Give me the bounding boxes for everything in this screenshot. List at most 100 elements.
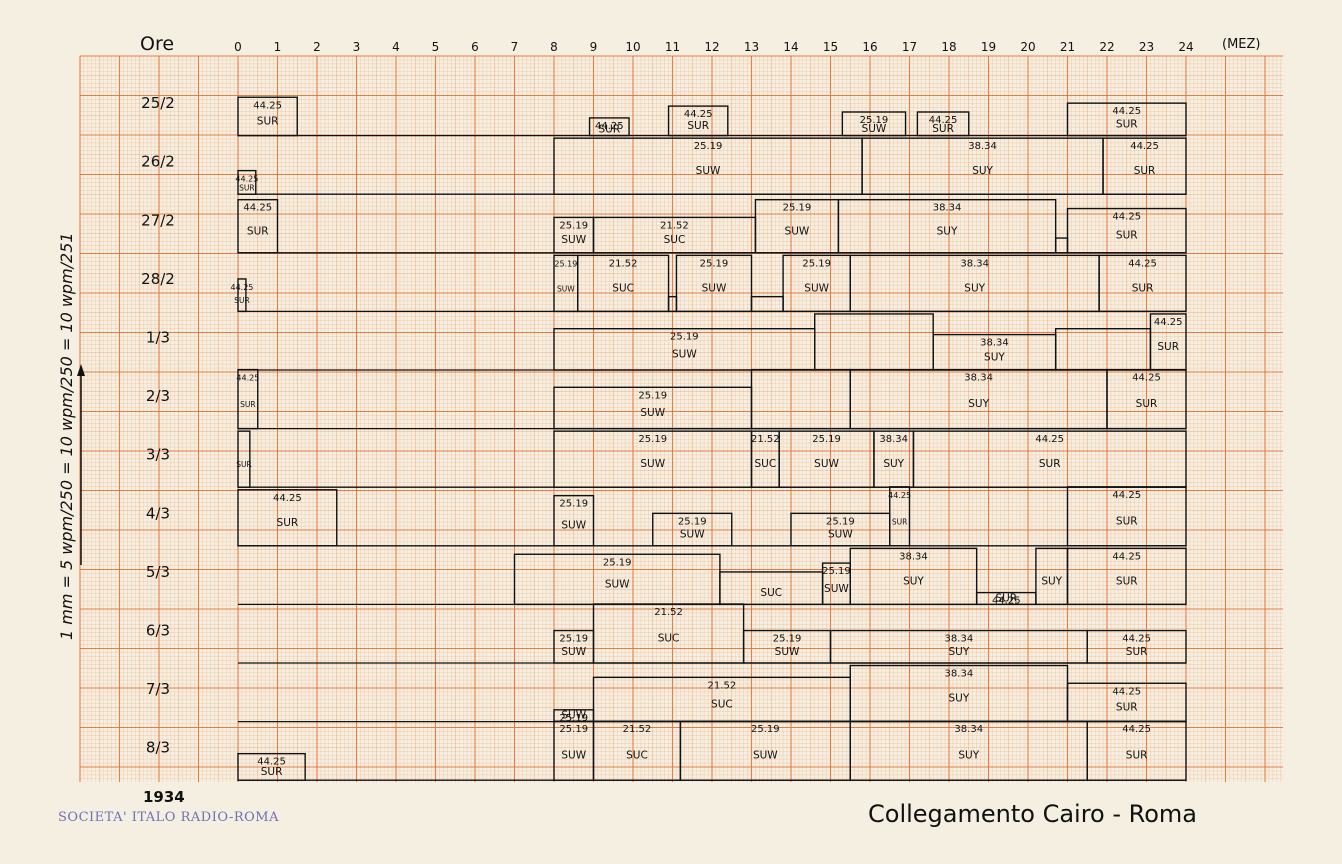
hours-label: Ore <box>140 33 174 55</box>
block-frequency: 44.25 <box>992 596 1021 607</box>
block-frequency: 21.52 <box>654 607 683 618</box>
block-frequency: 44.25 <box>1122 724 1151 735</box>
row-date-label: 5/3 <box>146 563 170 581</box>
block-frequency: 44.25 <box>235 175 258 184</box>
block-frequency: 25.19 <box>822 566 851 577</box>
block-frequency: 25.19 <box>700 258 729 269</box>
hour-tick-label: 7 <box>511 40 519 54</box>
block-callsign: SUR <box>1134 165 1156 177</box>
block-callsign: SUR <box>1116 118 1138 130</box>
block-callsign: SUR <box>239 183 254 192</box>
hour-tick-label: 1 <box>274 40 282 54</box>
block-outline <box>837 198 1057 254</box>
block-callsign: SUW <box>672 348 697 360</box>
block-callsign: SUR <box>995 592 1017 604</box>
block-callsign: SUY <box>948 646 969 658</box>
hour-tick-label: 4 <box>392 40 400 54</box>
block-outline <box>237 198 279 254</box>
block-outline <box>237 169 257 195</box>
block-callsign: SUR <box>1136 398 1158 410</box>
hour-tick-label: 2 <box>313 40 321 54</box>
block-frequency: 38.34 <box>964 373 993 384</box>
block-frequency: 21.52 <box>623 724 652 735</box>
block-callsign: SUR <box>247 225 269 237</box>
hour-tick-label: 23 <box>1139 40 1154 54</box>
block-callsign: SUW <box>753 750 778 762</box>
block-callsign: SUY <box>968 398 989 410</box>
block-outline <box>1102 137 1187 195</box>
row-date-label: 28/2 <box>141 270 175 288</box>
block-frequency: 44.25 <box>243 203 272 214</box>
block-callsign: SUW <box>680 529 705 541</box>
block-outline <box>1066 547 1187 606</box>
block-callsign: SUC <box>754 458 776 470</box>
hour-tick-label: 14 <box>783 40 798 54</box>
block-outline <box>237 368 259 430</box>
block-frequency: 25.19 <box>751 724 780 735</box>
block-callsign: SUW <box>804 282 829 294</box>
block-frequency: 44.25 <box>929 115 958 126</box>
hour-tick-label: 8 <box>550 40 558 54</box>
block-frequency: 38.34 <box>960 258 989 269</box>
block-outline <box>1066 207 1187 254</box>
block-outline <box>237 278 247 313</box>
row-date-label: 7/3 <box>146 680 170 698</box>
block-callsign: SUY <box>937 225 958 237</box>
block-callsign: SUR <box>1116 230 1138 242</box>
block-callsign: SUW <box>696 165 721 177</box>
block-outline <box>237 430 251 488</box>
block-frequency: 38.34 <box>933 203 962 214</box>
block-outline <box>1098 254 1187 313</box>
block-outline <box>1086 629 1187 664</box>
hour-tick-label: 22 <box>1099 40 1114 54</box>
block-frequency: 44.25 <box>1132 373 1161 384</box>
block-callsign: SUW <box>561 750 586 762</box>
block-frequency: 25.19 <box>603 557 632 568</box>
timezone-label: (MEZ) <box>1222 37 1260 52</box>
scale-note: 1 mm = 5 wpm/250 = 10 wpm/250 = 10 wpm/2… <box>57 232 85 640</box>
block-callsign: SUW <box>561 234 586 246</box>
block-callsign: SUW <box>814 458 839 470</box>
block-outline <box>237 96 298 137</box>
block-frequency: 25.19 <box>678 516 707 527</box>
block-outline <box>889 486 911 547</box>
block-callsign: SUY <box>948 693 969 705</box>
block-callsign: SUR <box>277 517 299 529</box>
company-stamp: SOCIETA' ITALO RADIO-ROMA <box>58 810 280 825</box>
block-outline <box>1066 102 1187 137</box>
block-callsign: SUW <box>640 458 665 470</box>
block-callsign: SUY <box>883 458 904 470</box>
year-label: 1934 <box>143 788 185 806</box>
block-callsign: SUW <box>557 284 575 293</box>
block-frequency: 25.19 <box>670 332 699 343</box>
block-frequency: 44.25 <box>257 757 286 768</box>
block-callsign: SUW <box>561 710 586 722</box>
hour-tick-label: 19 <box>981 40 996 54</box>
row-date-label: 1/3 <box>146 329 170 347</box>
block-outline <box>588 117 630 137</box>
row-date-label: 6/3 <box>146 622 170 640</box>
block-frequency: 38.34 <box>899 551 928 562</box>
block-callsign: SUW <box>561 646 586 658</box>
block-outline <box>1106 368 1187 430</box>
block-frequency: 44.25 <box>1112 551 1141 562</box>
block-frequency: 21.52 <box>660 220 689 231</box>
